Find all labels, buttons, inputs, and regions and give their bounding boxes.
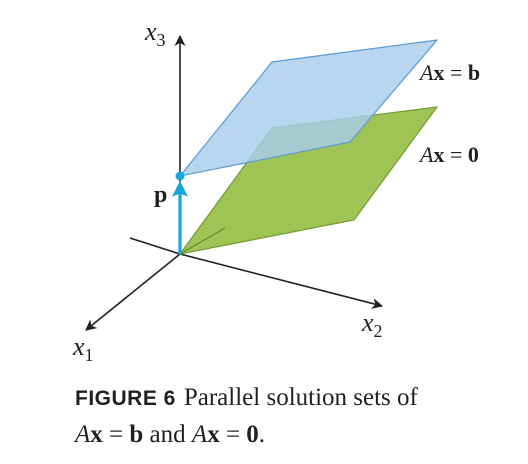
caption-eq1: = bbox=[102, 421, 130, 448]
caption-and: and bbox=[143, 421, 192, 448]
x3-label: x3 bbox=[144, 17, 166, 50]
caption-x1: x bbox=[90, 421, 103, 448]
caption-end: . bbox=[258, 421, 266, 448]
x1-axis bbox=[85, 253, 181, 331]
caption-b: b bbox=[129, 421, 144, 448]
vector-p-tip-point bbox=[175, 171, 185, 181]
parallel-planes-diagram: x3 x2 x1 Ax = b Ax = 0 p bbox=[72, 17, 480, 365]
figure-number: FIGURE 6 bbox=[75, 387, 176, 410]
x2-label: x2 bbox=[361, 308, 383, 341]
x2-axis-on-plane bbox=[179, 227, 226, 255]
plane-ax-eq-b bbox=[178, 39, 439, 177]
plane-b-label: Ax = b bbox=[418, 60, 480, 85]
x2-axis bbox=[179, 253, 384, 309]
caption-A1: A bbox=[75, 421, 91, 448]
plane-ax-eq-0 bbox=[178, 106, 439, 255]
caption-line1: Parallel solution sets of bbox=[183, 384, 418, 411]
caption-zero: 0 bbox=[246, 421, 259, 448]
figure-caption: FIGURE 6 Parallel solution sets of Ax = b… bbox=[75, 380, 515, 453]
plane-0-label: Ax = 0 bbox=[418, 142, 479, 167]
caption-A2: A bbox=[191, 421, 208, 448]
caption-x2: x bbox=[207, 421, 220, 448]
vector-p-label: p bbox=[154, 182, 167, 208]
x2-axis-back bbox=[129, 237, 181, 255]
caption-eq2: = bbox=[219, 421, 247, 448]
x1-label: x1 bbox=[72, 332, 94, 365]
